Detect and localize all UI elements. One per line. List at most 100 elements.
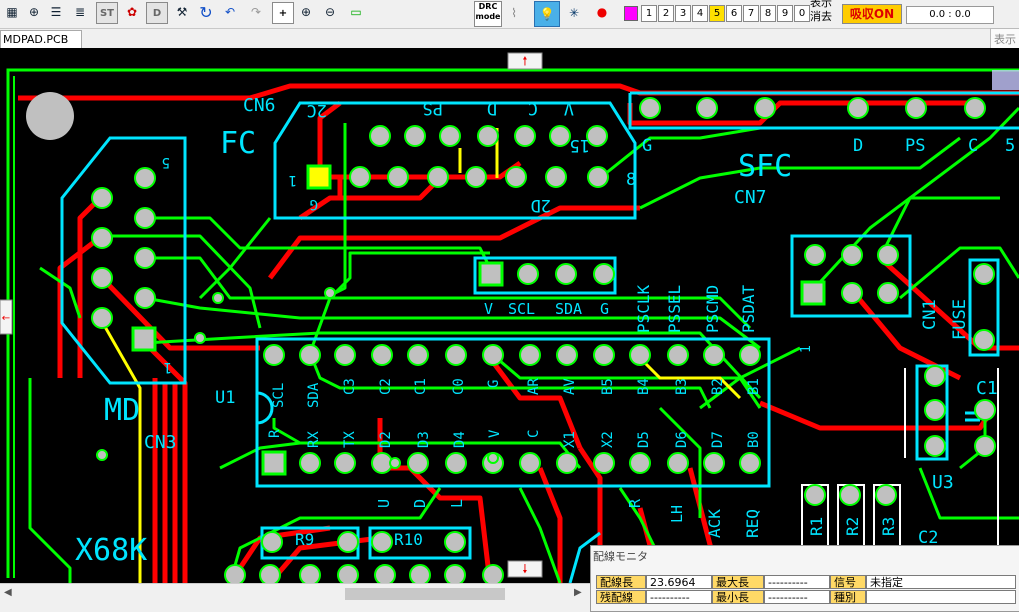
pad[interactable]	[261, 531, 283, 553]
redraw-icon[interactable]: ↻	[199, 2, 213, 22]
pad[interactable]	[841, 282, 863, 304]
layers-icon[interactable]: ☰	[50, 5, 62, 19]
pad[interactable]	[91, 267, 113, 289]
pad[interactable]	[407, 344, 429, 366]
star-icon[interactable]: ✳	[568, 6, 580, 20]
zoom-in-icon[interactable]: ⊕	[300, 5, 312, 19]
pad[interactable]	[847, 97, 869, 119]
pad[interactable]	[91, 187, 113, 209]
pad[interactable]	[371, 531, 393, 553]
pad[interactable]	[514, 125, 536, 147]
pad[interactable]	[804, 244, 826, 266]
pad[interactable]	[445, 344, 467, 366]
pad[interactable]	[974, 435, 996, 457]
pad[interactable]	[639, 97, 661, 119]
add-icon[interactable]: +	[272, 2, 294, 24]
pad[interactable]	[545, 166, 567, 188]
pad[interactable]	[91, 227, 113, 249]
pad[interactable]	[482, 564, 504, 583]
pad[interactable]	[667, 344, 689, 366]
pad[interactable]	[593, 263, 615, 285]
pad[interactable]	[439, 125, 461, 147]
pad[interactable]	[875, 484, 897, 506]
layer-button-3[interactable]: 3	[675, 5, 691, 22]
pad[interactable]	[905, 97, 927, 119]
pad[interactable]	[973, 263, 995, 285]
scroll-thumb[interactable]	[345, 588, 505, 600]
absorb-toggle-button[interactable]: 吸収ON	[842, 4, 902, 24]
pad[interactable]	[629, 452, 651, 474]
pad[interactable]	[334, 344, 356, 366]
pad[interactable]	[754, 97, 776, 119]
pad[interactable]	[924, 365, 946, 387]
pad[interactable]	[482, 344, 504, 366]
pad[interactable]	[586, 125, 608, 147]
pad[interactable]	[924, 435, 946, 457]
red-dot-icon[interactable]: ●	[596, 5, 608, 19]
origin-icon[interactable]: ⊕	[28, 5, 40, 19]
pad[interactable]	[427, 166, 449, 188]
layer-color-swatch[interactable]	[624, 6, 638, 21]
pad[interactable]	[404, 125, 426, 147]
pad[interactable]	[134, 207, 156, 229]
pad[interactable]	[973, 329, 995, 351]
pad[interactable]	[349, 166, 371, 188]
layer-button-7[interactable]: 7	[743, 5, 759, 22]
layer-button-5[interactable]: 5	[709, 5, 725, 22]
pad[interactable]	[334, 452, 356, 474]
undo-icon[interactable]: ↶	[224, 5, 236, 19]
wifi-icon[interactable]: ⌇	[511, 6, 517, 20]
pad[interactable]	[465, 166, 487, 188]
pad[interactable]	[505, 166, 527, 188]
pad[interactable]	[804, 484, 826, 506]
drc-mode-button[interactable]: DRC mode	[474, 1, 502, 27]
pad[interactable]	[259, 564, 281, 583]
pad[interactable]	[134, 287, 156, 309]
pad[interactable]	[703, 452, 725, 474]
pad[interactable]	[593, 344, 615, 366]
pad[interactable]	[444, 564, 466, 583]
layer-button-2[interactable]: 2	[658, 5, 674, 22]
pad[interactable]	[374, 564, 396, 583]
pad[interactable]	[224, 564, 246, 583]
pad[interactable]	[556, 452, 578, 474]
layer-button-1[interactable]: 1	[641, 5, 657, 22]
pad[interactable]	[841, 244, 863, 266]
display-erase-button[interactable]: 表示 消去	[810, 0, 832, 24]
pad[interactable]	[263, 344, 285, 366]
pad[interactable]	[91, 307, 113, 329]
grid-icon[interactable]: ▦	[6, 5, 18, 19]
pad[interactable]	[299, 452, 321, 474]
pad[interactable]	[519, 344, 541, 366]
layer-button-8[interactable]: 8	[760, 5, 776, 22]
pad[interactable]	[134, 167, 156, 189]
pad[interactable]	[134, 247, 156, 269]
pad[interactable]	[407, 452, 429, 474]
pad[interactable]	[877, 244, 899, 266]
pad[interactable]	[371, 344, 393, 366]
layer-button-6[interactable]: 6	[726, 5, 742, 22]
pad[interactable]	[739, 344, 761, 366]
pad[interactable]	[593, 452, 615, 474]
pad[interactable]	[299, 344, 321, 366]
pad[interactable]	[519, 452, 541, 474]
palette-icon[interactable]: ✿	[126, 5, 138, 19]
pad[interactable]	[696, 97, 718, 119]
pad[interactable]	[387, 166, 409, 188]
layer-button-4[interactable]: 4	[692, 5, 708, 22]
pad[interactable]	[703, 344, 725, 366]
scroll-left-icon[interactable]: ◀	[4, 587, 12, 598]
tool-icon[interactable]: ⚒	[176, 5, 188, 19]
d-icon[interactable]: D	[146, 2, 168, 24]
pad[interactable]	[556, 344, 578, 366]
layer-button-9[interactable]: 9	[777, 5, 793, 22]
st-icon[interactable]: ST	[96, 2, 118, 24]
pad[interactable]	[587, 166, 609, 188]
pad[interactable]	[369, 125, 391, 147]
stack-icon[interactable]: ≣	[74, 5, 86, 19]
pad[interactable]	[877, 282, 899, 304]
pad[interactable]	[409, 564, 431, 583]
pad[interactable]	[445, 452, 467, 474]
